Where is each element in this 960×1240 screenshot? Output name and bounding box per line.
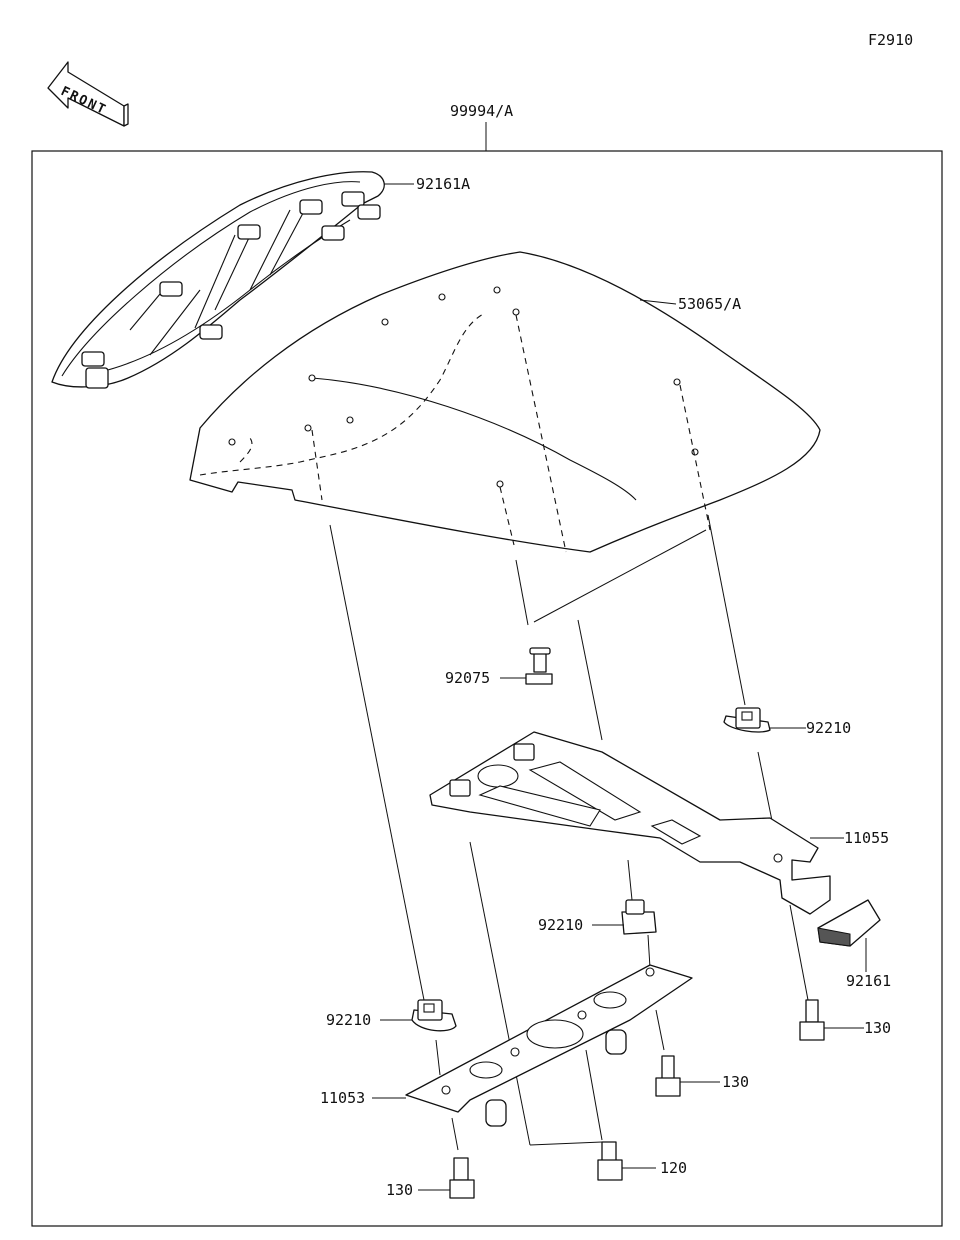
projection-line [499, 486, 515, 546]
label-130-front-left: 130 [386, 1181, 413, 1199]
projection-line [679, 384, 711, 531]
assembly-line [577, 619, 603, 741]
label-11053: 11053 [320, 1089, 365, 1107]
bolt-130-front-left [449, 1157, 475, 1199]
assembly-line [585, 1049, 603, 1141]
label-11055: 11055 [844, 829, 889, 847]
bolt-130-middle [655, 1055, 681, 1097]
label-92161: 92161 [846, 972, 891, 990]
projection-line [515, 314, 567, 553]
label-120: 120 [660, 1159, 687, 1177]
nut-92210-upper [723, 707, 771, 733]
assembly-line [789, 904, 809, 1001]
pin-92075 [525, 647, 553, 685]
label-130-right: 130 [864, 1019, 891, 1037]
label-92075: 92075 [445, 669, 490, 687]
bolt-120 [597, 1141, 623, 1181]
label-92210-upper: 92210 [806, 719, 851, 737]
leader-53065a [639, 299, 677, 305]
label-130-middle: 130 [722, 1073, 749, 1091]
assembly-line [469, 841, 531, 1146]
assembly-line [655, 1009, 665, 1051]
bracket-11053 [405, 964, 693, 1127]
nut-92210-left [411, 999, 457, 1032]
label-92210-left: 92210 [326, 1011, 371, 1029]
seat-pad-92161a [51, 171, 385, 389]
assembly-line [435, 1039, 441, 1076]
assembly-line [707, 514, 746, 706]
assembly-frame [31, 150, 943, 1227]
assembly-line [627, 859, 633, 901]
assembly-line [647, 934, 651, 969]
nut-92210-middle [621, 899, 657, 935]
front-arrow-icon: FRONT [47, 61, 129, 127]
assembly-label: 99994/A [450, 102, 513, 120]
label-92161a: 92161A [416, 175, 470, 193]
rubber-pad-92161 [817, 899, 881, 947]
assembly-line [533, 529, 707, 623]
bracket-11055 [429, 731, 831, 915]
label-53065a: 53065/A [678, 295, 741, 313]
assembly-line [451, 1117, 459, 1151]
figure-code: F2910 [868, 31, 913, 49]
label-92210-middle: 92210 [538, 916, 583, 934]
seat-cover-53065a [189, 251, 821, 553]
projection-line [311, 429, 323, 501]
assembly-line [529, 1141, 603, 1146]
assembly-line [329, 524, 425, 1001]
bolt-130-right [799, 999, 825, 1041]
assembly-line [515, 559, 529, 626]
